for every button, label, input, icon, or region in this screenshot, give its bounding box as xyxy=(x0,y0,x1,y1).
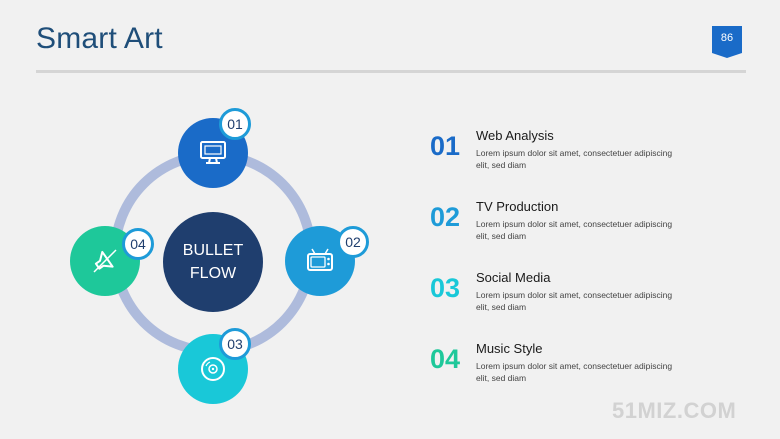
speaker-icon xyxy=(93,249,117,273)
item-title: Web Analysis xyxy=(476,128,554,143)
center-circle: BULLET FLOW xyxy=(163,212,263,312)
item-description: Lorem ipsum dolor sit amet, consectetuer… xyxy=(476,290,673,312)
item-description: Lorem ipsum dolor sit amet, consectetuer… xyxy=(476,219,673,241)
item-number: 03 xyxy=(430,273,461,303)
node-number-04: 04 xyxy=(122,228,154,260)
item-title: TV Production xyxy=(476,199,559,214)
center-text-line-2: FLOW xyxy=(189,265,237,282)
item-number: 01 xyxy=(430,131,461,161)
bookmark-icon xyxy=(712,26,742,58)
tv-icon xyxy=(307,248,333,271)
watermark: 51MIZ.COM xyxy=(612,398,737,423)
item-description: Lorem ipsum dolor sit amet, consectetuer… xyxy=(476,148,673,170)
node-number-02: 02 xyxy=(337,226,369,258)
item-number: 04 xyxy=(430,344,461,374)
node-number-03: 03 xyxy=(219,328,251,360)
item-number: 02 xyxy=(430,202,461,232)
center-text-line-1: BULLET xyxy=(182,242,244,259)
page-number: 86 xyxy=(720,32,734,44)
page-number-badge: 86 xyxy=(712,26,742,58)
monitor-icon xyxy=(200,141,226,164)
disc-icon xyxy=(201,357,225,381)
item-description: Lorem ipsum dolor sit amet, consectetuer… xyxy=(476,361,673,383)
page-title: Smart Art xyxy=(36,22,163,55)
item-title: Music Style xyxy=(476,341,543,356)
item-title: Social Media xyxy=(476,270,551,285)
title-divider xyxy=(36,70,746,73)
node-number-01: 01 xyxy=(219,108,251,140)
